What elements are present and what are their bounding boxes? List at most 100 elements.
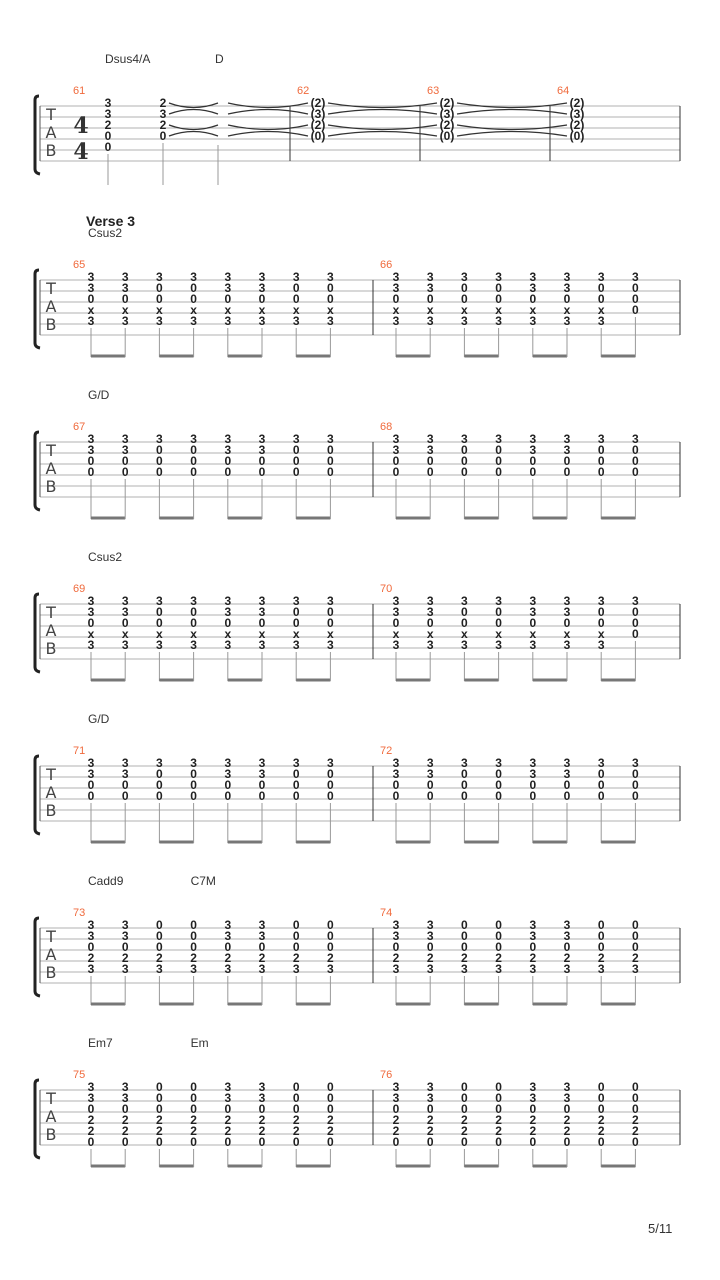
fret-number: 3	[105, 107, 112, 121]
fret-number: 3	[393, 962, 400, 976]
measure-number: 71	[73, 745, 85, 757]
measure-number: 75	[73, 1069, 85, 1081]
fret-number: 0	[393, 789, 400, 803]
fret-number: (0)	[311, 129, 326, 143]
fret-number: 3	[393, 638, 400, 652]
fret-number: x	[224, 303, 231, 317]
fret-number: x	[495, 303, 502, 317]
fret-number: 3	[259, 1080, 266, 1094]
fret-number: 2	[393, 951, 400, 965]
fret-number: 0	[293, 1102, 300, 1116]
fret-number: 0	[495, 605, 502, 619]
fret-number: 3	[190, 756, 197, 770]
fret-number: 3	[88, 432, 95, 446]
fret-number: x	[190, 627, 197, 641]
fret-number: 0	[461, 1135, 468, 1149]
fret-number: 3	[122, 638, 129, 652]
fret-number: 2	[160, 118, 167, 132]
fret-number: 0	[564, 940, 571, 954]
fret-number: 0	[461, 940, 468, 954]
fret-number: 3	[88, 756, 95, 770]
fret-number: 3	[427, 270, 434, 284]
tab-clef-letter: A	[46, 1107, 57, 1126]
fret-number: 3	[427, 432, 434, 446]
fret-number: 3	[461, 756, 468, 770]
fret-number: 0	[632, 616, 639, 630]
fret-number: 3	[259, 314, 266, 328]
tab-clef-letter: T	[45, 765, 56, 784]
measure-number: 63	[427, 85, 439, 97]
tab-clef-letter: A	[46, 621, 57, 640]
fret-number: 0	[156, 616, 163, 630]
fret-number: 2	[427, 951, 434, 965]
fret-number: 0	[190, 281, 197, 295]
fret-number: 0	[632, 292, 639, 306]
fret-number: 3	[564, 638, 571, 652]
fret-number: 3	[495, 270, 502, 284]
tab-clef-letter: A	[46, 123, 57, 142]
fret-number: 0	[293, 1091, 300, 1105]
fret-number: 3	[461, 270, 468, 284]
fret-number: 2	[598, 951, 605, 965]
fret-number: 0	[88, 465, 95, 479]
fret-number: 0	[564, 1102, 571, 1116]
fret-number: 0	[156, 940, 163, 954]
measure-number: 68	[380, 421, 392, 433]
fret-number: 0	[495, 281, 502, 295]
measure-number: 74	[380, 907, 392, 919]
fret-number: 0	[224, 465, 231, 479]
measure-number: 76	[380, 1069, 392, 1081]
fret-number: 3	[564, 443, 571, 457]
fret-number: 3	[461, 638, 468, 652]
tie-arc	[456, 102, 568, 109]
fret-number: 3	[529, 281, 536, 295]
fret-number: 0	[156, 1102, 163, 1116]
fret-number: 0	[259, 1102, 266, 1116]
fret-number: 0	[293, 940, 300, 954]
fret-number: 3	[259, 638, 266, 652]
fret-number: 3	[259, 432, 266, 446]
tab-clef-letter: T	[45, 1089, 56, 1108]
fret-number: 0	[529, 789, 536, 803]
system-bracket	[33, 1078, 41, 1160]
fret-number: 2	[495, 1124, 502, 1138]
fret-number: 0	[293, 1080, 300, 1094]
measure-number: 66	[380, 259, 392, 271]
fret-number: 0	[190, 465, 197, 479]
fret-number: 0	[156, 1091, 163, 1105]
fret-number: 3	[224, 594, 231, 608]
fret-number: 0	[156, 454, 163, 468]
fret-number: 0	[327, 767, 334, 781]
fret-number: 0	[461, 1091, 468, 1105]
fret-number: 0	[224, 1135, 231, 1149]
fret-number: 3	[427, 594, 434, 608]
tie-arc	[227, 124, 309, 131]
fret-number: 3	[598, 270, 605, 284]
fret-number: 0	[598, 940, 605, 954]
fret-number: 2	[564, 1124, 571, 1138]
fret-number: 0	[461, 465, 468, 479]
measure-number: 61	[73, 85, 85, 97]
fret-number: 3	[393, 281, 400, 295]
fret-number: 0	[632, 767, 639, 781]
fret-number: 3	[529, 929, 536, 943]
fret-number: x	[564, 303, 571, 317]
fret-number: 0	[190, 443, 197, 457]
fret-number: 0	[190, 605, 197, 619]
fret-number: 2	[427, 1113, 434, 1127]
fret-number: 3	[598, 962, 605, 976]
fret-number: 2	[156, 951, 163, 965]
